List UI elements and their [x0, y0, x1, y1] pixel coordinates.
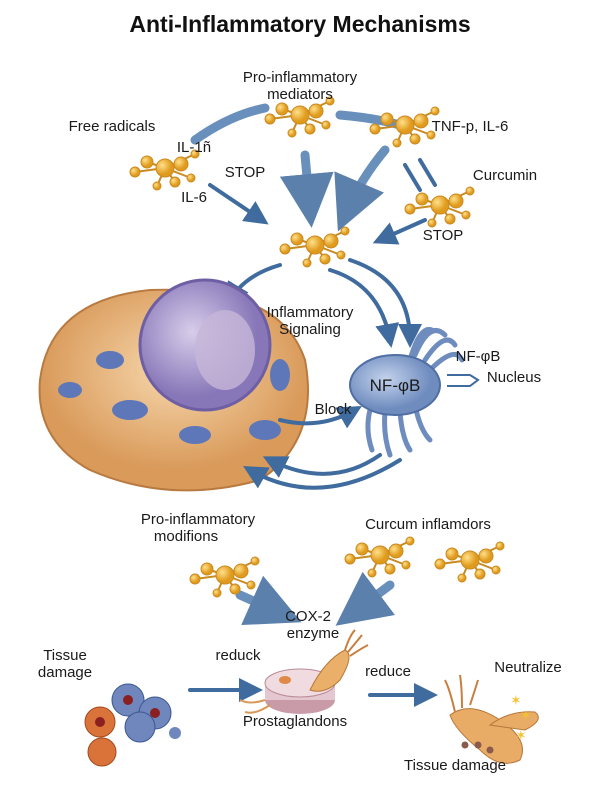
- block-line-1: [403, 163, 422, 192]
- label-damage: damage: [38, 664, 92, 681]
- label-pro-inflammatory-2: Pro-inflammatory: [141, 511, 256, 528]
- label-inflammatory: Inflammatory: [267, 304, 354, 321]
- molecule-icon: [189, 556, 260, 598]
- diagram-title: Anti-Inflammatory Mechanisms: [129, 11, 470, 37]
- return-arrow-1: [262, 453, 382, 478]
- nucleus-arrow-icon: [447, 374, 480, 387]
- curcumin-root-illustration: ✶ ✶ ✶: [444, 674, 539, 764]
- label-tissue: Tissue: [43, 647, 87, 664]
- label-neutralize: Neutralize: [494, 659, 562, 676]
- label-signaling: Signaling: [279, 321, 341, 338]
- label-il1: IL-1ñ: [177, 139, 211, 156]
- cox2-enzyme-illustration: [239, 629, 369, 714]
- arrow-curcumin: [372, 218, 427, 245]
- arrow-free-radicals: [208, 183, 269, 225]
- label-tissue-damage-right: Tissue damage: [404, 757, 506, 774]
- bottom-arrows: [188, 571, 438, 707]
- label-stop-left: STOP: [225, 164, 266, 181]
- molecule-icon: [279, 226, 350, 268]
- label-nucleus: Nucleus: [487, 369, 541, 386]
- label-stop-right: STOP: [423, 227, 464, 244]
- label-modifions: modifions: [154, 528, 218, 545]
- label-free-radicals: Free radicals: [69, 118, 156, 135]
- label-reduck: reduck: [215, 647, 261, 664]
- label-il6: IL-6: [181, 189, 207, 206]
- molecule-icon: [404, 186, 475, 228]
- label-nfkb-outer: NF-φB: [456, 348, 501, 365]
- nfkb-complex: [243, 326, 480, 490]
- top-arrows: [190, 103, 437, 348]
- label-mediators: mediators: [267, 86, 333, 103]
- label-pro-inflammatory: Pro-inflammatory: [243, 69, 358, 86]
- label-prostaglandons: Prostaglandons: [243, 713, 347, 730]
- arrow-to-nfkb-2: [348, 258, 422, 348]
- arrow-modifions: [235, 575, 302, 626]
- label-block: Block: [315, 401, 352, 418]
- label-cox2: COX-2: [285, 608, 331, 625]
- arrow-curcum: [335, 571, 395, 626]
- label-curcumin: Curcumin: [473, 167, 537, 184]
- molecule-icon: [369, 106, 440, 148]
- molecule-icon: [344, 536, 415, 578]
- return-arrow-2: [243, 458, 402, 490]
- star-icon: ✶: [515, 727, 527, 743]
- label-curcum-inflamdors: Curcum inflamdors: [365, 516, 491, 533]
- molecule-icon: [434, 541, 505, 583]
- molecule-icon: [264, 96, 335, 138]
- block-line-2: [418, 158, 437, 187]
- star-icon: ✶: [520, 707, 532, 723]
- arrow-tnf: [334, 145, 390, 232]
- label-enzyme: enzyme: [287, 625, 340, 642]
- label-reduce: reduce: [365, 663, 411, 680]
- arrow-to-nfkb-1: [328, 268, 399, 348]
- star-icon: ✶: [510, 692, 522, 708]
- molecules: [129, 96, 505, 598]
- label-tnf: TNF-p, IL-6: [432, 118, 509, 135]
- arrow-mediators: [279, 150, 334, 228]
- block-arrow: [278, 406, 362, 429]
- molecule-icon: [129, 149, 200, 191]
- label-nfkb-inner: NF-φB: [370, 376, 421, 395]
- arc-left: [190, 103, 270, 145]
- damaged-cells: [84, 683, 181, 767]
- cell: [38, 278, 309, 492]
